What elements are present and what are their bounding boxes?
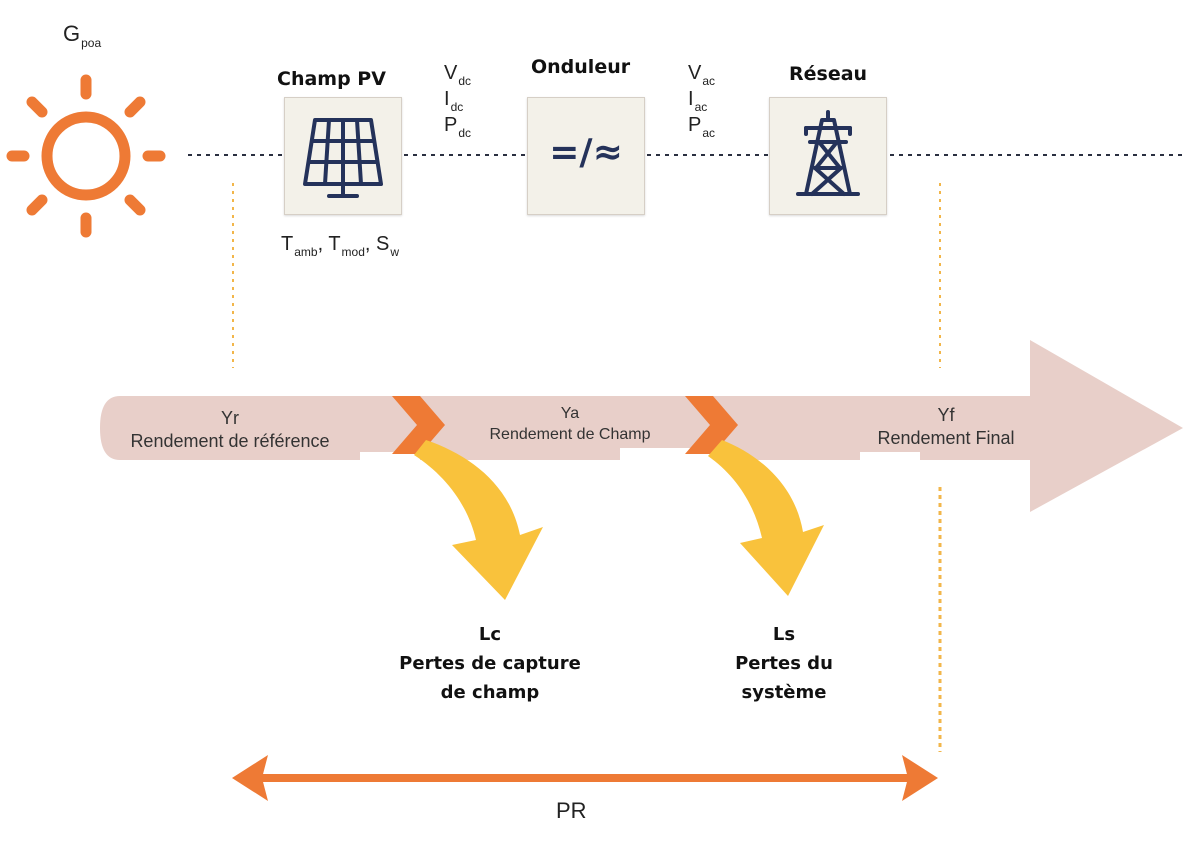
ls-line1: Pertes du — [735, 653, 833, 674]
loss-arrow-lc — [414, 440, 543, 600]
chevron-marker-2 — [685, 396, 738, 454]
ya-symbol: Ya — [560, 405, 580, 422]
ac-power-label: Pac — [688, 114, 716, 140]
ac-current-label: Iac — [688, 88, 708, 114]
pr-double-arrow — [232, 755, 938, 801]
chevron-marker-1 — [392, 396, 445, 454]
sun-icon — [6, 74, 166, 238]
dc-power-label: Pdc — [444, 114, 472, 140]
irradiance-label: Gpoa — [63, 21, 102, 50]
ls-block: Ls Pertes du système — [684, 620, 884, 707]
ls-symbol: Ls — [772, 624, 796, 645]
yf-symbol: Yf — [937, 405, 955, 425]
yr-label: Rendement de référence — [130, 431, 330, 451]
pv-conditions-label: Tamb, Tmod, Sw — [281, 233, 400, 259]
yf-label: Rendement Final — [877, 428, 1015, 448]
yr-block: Yr Rendement de référence — [110, 407, 350, 453]
lc-line2: de champ — [440, 682, 540, 703]
loss-arrow-ls — [708, 440, 824, 596]
pylon-icon — [796, 110, 860, 196]
yr-symbol: Yr — [221, 408, 239, 428]
yf-block: Yf Rendement Final — [826, 404, 1066, 450]
pr-label: PR — [556, 798, 587, 823]
reseau-title: Réseau — [789, 63, 868, 85]
ls-line2: système — [741, 682, 827, 703]
yield-flow-arrow — [100, 340, 1183, 512]
reseau-box — [769, 97, 887, 215]
onduleur-title: Onduleur — [531, 56, 631, 78]
dc-voltage-label: Vdc — [444, 62, 472, 88]
lc-block: Lc Pertes de capture de champ — [380, 620, 600, 707]
champ-pv-box — [284, 97, 402, 215]
ac-voltage-label: Vac — [688, 62, 716, 88]
ya-label: Rendement de Champ — [489, 426, 651, 443]
solar-panel-icon — [303, 118, 383, 198]
ya-block: Ya Rendement de Champ — [450, 404, 690, 446]
dc-current-label: Idc — [444, 88, 464, 114]
lc-symbol: Lc — [478, 624, 502, 645]
champ-pv-title: Champ PV — [277, 68, 386, 90]
onduleur-box: =/≈ — [527, 97, 645, 215]
inverter-symbol: =/≈ — [549, 132, 623, 173]
lc-line1: Pertes de capture — [399, 653, 581, 674]
